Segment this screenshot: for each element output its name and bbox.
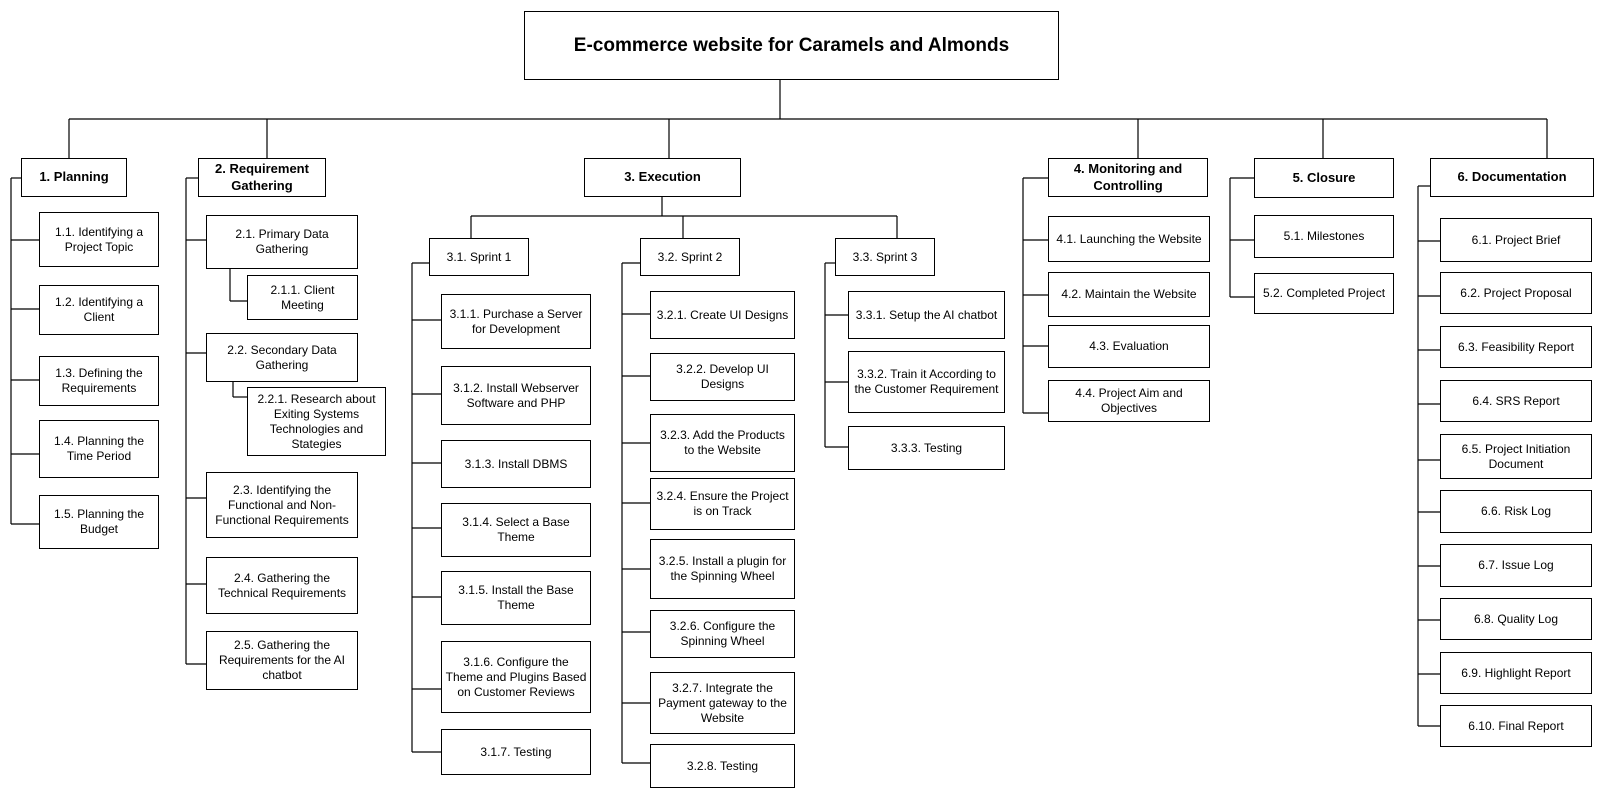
task-4-4: 4.4. Project Aim and Objectives (1048, 380, 1210, 422)
task-5-1: 5.1. Milestones (1254, 215, 1394, 258)
phase-planning: 1. Planning (21, 158, 127, 197)
phase-closure: 5. Closure (1254, 158, 1394, 198)
task-6-10: 6.10. Final Report (1440, 705, 1592, 747)
task-3-1-2: 3.1.2. Install Webserver Software and PH… (441, 366, 591, 425)
sprint-2: 3.2. Sprint 2 (640, 238, 740, 276)
task-2-5: 2.5. Gathering the Requirements for the … (206, 631, 358, 690)
task-3-1-5: 3.1.5. Install the Base Theme (441, 571, 591, 625)
task-3-1-1: 3.1.1. Purchase a Server for Development (441, 294, 591, 349)
phase-execution: 3. Execution (584, 158, 741, 197)
task-6-9: 6.9. Highlight Report (1440, 652, 1592, 694)
task-2-4: 2.4. Gathering the Technical Requirement… (206, 557, 358, 614)
task-6-8: 6.8. Quality Log (1440, 598, 1592, 640)
task-6-3: 6.3. Feasibility Report (1440, 326, 1592, 368)
task-2-1-1: 2.1.1. Client Meeting (247, 275, 358, 320)
task-3-2-1: 3.2.1. Create UI Designs (650, 291, 795, 339)
task-3-2-5: 3.2.5. Install a plugin for the Spinning… (650, 539, 795, 599)
task-3-1-4: 3.1.4. Select a Base Theme (441, 503, 591, 557)
task-2-2: 2.2. Secondary Data Gathering (206, 333, 358, 382)
phase-monitoring-controlling: 4. Monitoring and Controlling (1048, 158, 1208, 197)
task-4-3: 4.3. Evaluation (1048, 325, 1210, 368)
sprint-1: 3.1. Sprint 1 (429, 238, 529, 276)
task-6-5: 6.5. Project Initiation Document (1440, 434, 1592, 479)
root-node: E-commerce website for Caramels and Almo… (524, 11, 1059, 80)
task-2-1: 2.1. Primary Data Gathering (206, 215, 358, 269)
task-3-1-3: 3.1.3. Install DBMS (441, 440, 591, 488)
task-1-2: 1.2. Identifying a Client (39, 285, 159, 335)
task-4-1: 4.1. Launching the Website (1048, 216, 1210, 262)
task-3-3-3: 3.3.3. Testing (848, 426, 1005, 470)
task-6-7: 6.7. Issue Log (1440, 544, 1592, 587)
task-3-2-3: 3.2.3. Add the Products to the Website (650, 414, 795, 472)
task-3-2-6: 3.2.6. Configure the Spinning Wheel (650, 610, 795, 658)
task-3-3-1: 3.3.1. Setup the AI chatbot (848, 291, 1005, 339)
task-3-2-8: 3.2.8. Testing (650, 744, 795, 788)
task-6-2: 6.2. Project Proposal (1440, 272, 1592, 314)
task-6-1: 6.1. Project Brief (1440, 218, 1592, 262)
phase-documentation: 6. Documentation (1430, 158, 1594, 197)
task-3-2-2: 3.2.2. Develop UI Designs (650, 353, 795, 401)
task-3-2-7: 3.2.7. Integrate the Payment gateway to … (650, 672, 795, 734)
task-1-5: 1.5. Planning the Budget (39, 495, 159, 549)
task-1-3: 1.3. Defining the Requirements (39, 356, 159, 406)
task-3-1-6: 3.1.6. Configure the Theme and Plugins B… (441, 641, 591, 713)
task-3-3-2: 3.3.2. Train it According to the Custome… (848, 351, 1005, 413)
task-1-4: 1.4. Planning the Time Period (39, 420, 159, 478)
task-6-4: 6.4. SRS Report (1440, 380, 1592, 422)
task-2-3: 2.3. Identifying the Functional and Non-… (206, 472, 358, 538)
task-3-2-4: 3.2.4. Ensure the Project is on Track (650, 478, 795, 530)
sprint-3: 3.3. Sprint 3 (835, 238, 935, 276)
task-1-1: 1.1. Identifying a Project Topic (39, 212, 159, 267)
task-2-2-1: 2.2.1. Research about Exiting Systems Te… (247, 387, 386, 456)
phase-requirement-gathering: 2. Requirement Gathering (198, 158, 326, 197)
task-4-2: 4.2. Maintain the Website (1048, 272, 1210, 317)
task-3-1-7: 3.1.7. Testing (441, 729, 591, 775)
task-5-2: 5.2. Completed Project (1254, 273, 1394, 314)
task-6-6: 6.6. Risk Log (1440, 490, 1592, 533)
